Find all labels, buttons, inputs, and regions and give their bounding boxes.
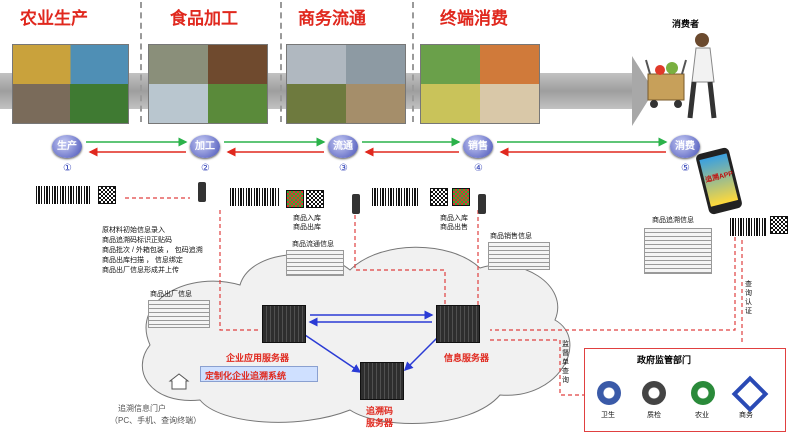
barcode [730,218,766,236]
barcode [372,188,420,206]
quality-dept-emblem [642,381,666,405]
stage-divider [412,2,414,122]
step-number: ④ [474,163,483,174]
circulation-photo [286,44,406,124]
agriculture-photo [12,44,129,124]
info-document [286,250,344,276]
qr-code [306,190,324,208]
qr-code [452,188,470,206]
gov-dept-label: 商务 [739,412,753,419]
gov-title: 政府监管部门 [637,355,692,365]
consumer-figure [645,33,717,119]
node-production: 生产 [52,135,82,158]
custom-system-label: 定制化企业追溯系统 [205,371,287,381]
in-label: 商品入库 [440,215,468,222]
retail-photo [420,44,540,124]
processing-note-2: 商品追溯码标识正贴码 [102,237,172,244]
consumer-label: 消费者 [672,19,700,29]
info-server-label: 信息服务器 [444,353,490,363]
step-number: ② [201,163,210,174]
circulation-info-label: 商品流通信息 [292,241,334,248]
stage-title-processing: 食品加工 [170,9,238,28]
gov-dept-label: 农业 [695,412,709,419]
step-number: ③ [339,163,348,174]
barcode [36,186,91,204]
qr-code [286,190,304,208]
processing-note-5: 商品出厂信息形成并上传 [102,267,179,274]
inspect-label: 查询认证 [745,281,752,315]
trace-server-label-2: 服务器 [366,418,394,428]
query-info-label: 商品追溯信息 [652,217,694,224]
step-number: ① [63,163,72,174]
enterprise-server-label: 企业应用服务器 [226,353,290,363]
qr-code [98,186,116,204]
stage-title-circulation: 商务流通 [298,9,366,28]
enterprise-server [262,305,306,343]
gov-dept-label: 卫生 [601,412,615,419]
trace-server [360,362,404,400]
stage-title-consumption: 终端消费 [440,9,508,28]
node-consumption: 消费 [670,135,700,158]
data-feed-lines [125,197,743,396]
portal-subtitle: （PC、手机、查询终端） [110,416,202,425]
qr-code [770,216,788,234]
health-dept-emblem [597,381,621,405]
processing-photo [148,44,268,124]
stage-title-agriculture: 农业生产 [20,9,88,28]
scanner-icon [478,194,486,214]
agriculture-dept-emblem [691,381,715,405]
barcode [230,188,280,206]
gov-supervision-box: 政府监管部门 卫生 质检 农业 商务 [584,348,786,432]
out-label: 商品出库 [293,224,321,231]
sale-label: 商品出售 [440,224,468,231]
stage-divider [140,2,142,122]
commerce-dept-emblem [731,375,769,413]
node-processing: 加工 [190,135,220,158]
node-circulation: 流通 [328,135,358,158]
info-document [644,228,712,274]
processing-note-1: 原材料初始信息录入 [102,227,165,234]
processing-note-3: 商品批次 / 外箱包装 ， 包码追溯 [102,247,203,254]
scanner-icon [198,182,206,202]
custom-system-box: 定制化企业追溯系统 [200,366,318,382]
in-label: 商品入库 [293,215,321,222]
trace-server-label: 追溯码 [366,406,394,416]
scanner-icon [352,194,360,214]
factory-info-label: 商品出厂信息 [150,291,192,298]
portal-title: 追溯信息门户 [118,404,166,413]
stage-divider [280,2,282,122]
step-number: ⑤ [681,163,690,174]
cloud-shape [141,246,571,425]
server-links [304,310,441,373]
node-sales: 销售 [463,135,493,158]
supervise-label: 监督单查询 [562,341,569,384]
house-icon [168,373,190,390]
qr-code [430,188,448,206]
gov-dept-label: 质检 [647,412,661,419]
sales-info-label: 商品销售信息 [490,233,532,240]
processing-note-4: 商品出库扫描 ， 信息绑定 [102,257,183,264]
info-document [488,242,550,270]
info-server [436,305,480,343]
info-document [148,300,210,328]
